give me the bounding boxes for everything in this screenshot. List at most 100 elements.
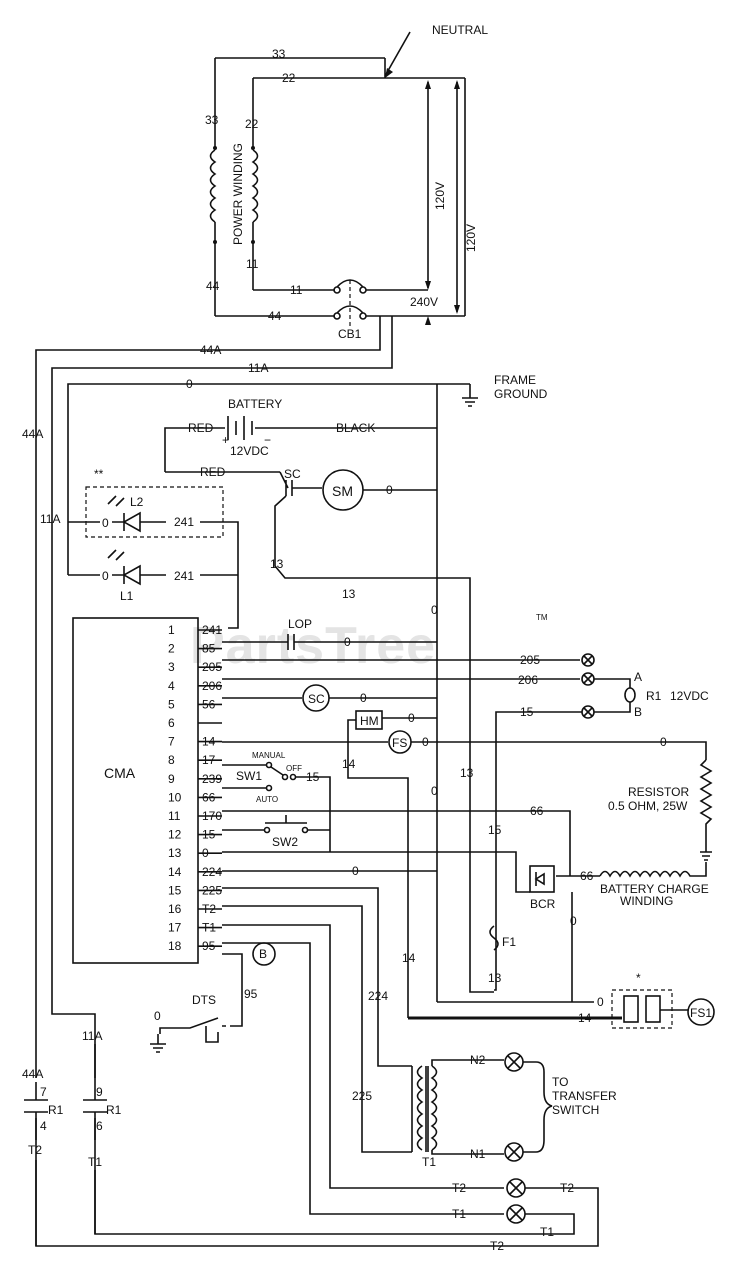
cma-pin-15-number: 15 (168, 883, 182, 897)
wire-225: 225 (352, 1089, 372, 1103)
cma-pin-8-wire: 17 (202, 753, 216, 767)
cma-pin-6-number: 6 (168, 716, 175, 730)
battery-charge-2: WINDING (620, 894, 673, 908)
connector-t1 (506, 1204, 526, 1224)
connector-205 (581, 653, 595, 667)
sc-coil-circuit: SC 0 (222, 684, 437, 712)
neutral-label: NEUTRAL (432, 23, 488, 37)
manual-label: MANUAL (252, 751, 286, 760)
t1-transformer-label: T1 (422, 1155, 436, 1169)
r1-b: B (634, 705, 642, 719)
cma-pin-7-number: 7 (168, 735, 175, 749)
cma-pin-18-wire: 95 (202, 939, 216, 953)
to-transfer-1: TO (552, 1075, 568, 1089)
wire-44a-side: 44A (22, 427, 43, 441)
cma-pin-9-wire: 239 (202, 772, 222, 786)
r1-relay-circuit: 205 206 A B R1 12VDC 15 (222, 653, 709, 991)
r1-a: A (634, 670, 642, 684)
bcr-rectifier (529, 865, 555, 893)
dts-label: DTS (192, 993, 216, 1007)
cb1-breaker (333, 279, 367, 326)
connector-206 (581, 672, 595, 686)
cma-pin-13-number: 13 (168, 846, 182, 860)
wire-22-top: 22 (282, 71, 296, 85)
to-transfer-2: TRANSFER (552, 1089, 617, 1103)
battery-label: BATTERY (228, 397, 282, 411)
fs1-solenoid (687, 998, 715, 1026)
wire-0-sm: 0 (386, 483, 393, 497)
wire-red-top: RED (188, 421, 214, 435)
wire-t1-left: T1 (88, 1155, 102, 1169)
sw2-switch: SW2 (222, 815, 330, 849)
sc-label: SC (284, 467, 301, 481)
wire-66-b: 66 (580, 869, 594, 883)
battery: BATTERY 12VDC RED BLACK + − RED (164, 397, 437, 479)
cma-pin-3-wire: 205 (202, 660, 222, 674)
cma-pin-15-wire: 225 (202, 883, 222, 897)
hm-label: HM (360, 714, 379, 728)
wire-0-bcr: 0 (570, 914, 577, 928)
cma-pin-12-wire: 15 (202, 828, 216, 842)
cma-pin-8-number: 8 (168, 753, 175, 767)
wire-14-hm: 14 (342, 757, 356, 771)
wire-11-left: 11 (246, 257, 259, 271)
n2-label: N2 (470, 1053, 486, 1067)
resistor-value: 0.5 OHM, 25W (608, 799, 688, 813)
wire-0-fs1: 0 (597, 995, 604, 1009)
cma-pin-5-wire: 56 (202, 697, 216, 711)
cma-pin-13-wire: 0 (202, 846, 209, 860)
sc-coil-label: SC (308, 692, 325, 706)
wire-44a-bottom: 44A (22, 1067, 43, 1081)
cb1-label: CB1 (338, 327, 362, 341)
power-winding-section: NEUTRAL 33 22 33 22 POWER WINDING 11 44 … (205, 23, 488, 341)
cma-pin-14-wire: 224 (202, 865, 222, 879)
lop-label: LOP (288, 617, 312, 631)
r1-pin-4: 4 (40, 1119, 47, 1133)
cma-pin-3-number: 3 (168, 660, 175, 674)
wire-13-a: 13 (270, 557, 284, 571)
wire-0-lop: 0 (344, 635, 351, 649)
r1-pin-6: 6 (96, 1119, 103, 1133)
fs1-label: FS1 (690, 1006, 712, 1020)
wire-0-vert: 0 (431, 603, 438, 617)
wire-0-top: 0 (186, 377, 193, 391)
cma-pin-7-wire: 14 (202, 735, 216, 749)
wire-black: BLACK (336, 421, 375, 435)
cma-pin-17-wire: T1 (202, 921, 216, 935)
wire-241-l1: 241 (174, 569, 194, 583)
cma-pin-4-wire: 206 (202, 679, 222, 693)
wire-t1-b: T1 (540, 1225, 554, 1239)
wire-0-13: 0 (352, 864, 359, 878)
wire-0-sc: 0 (360, 691, 367, 705)
voltage-120v-b: 120V (464, 224, 478, 252)
l2-cathode: 0 (102, 516, 109, 530)
cma-pin-12-number: 12 (168, 828, 182, 842)
wire-t2-bottom: T2 (490, 1239, 504, 1253)
to-transfer-3: SWITCH (552, 1103, 599, 1117)
wire-11-cb: 11 (290, 283, 303, 297)
wire-t2-a: T2 (452, 1181, 466, 1195)
wire-44a: 44A (200, 343, 221, 357)
fuse-circuit: 0 13 15 F1 13 0 0 (222, 603, 516, 985)
wire-241-l2: 241 (174, 515, 194, 529)
charge-circuit: 66 RESISTOR 0.5 OHM, 25W 66 BATTERY CHAR… (222, 759, 713, 1002)
voltage-240v: 240V (410, 295, 438, 309)
wire-44-cb: 44 (268, 309, 282, 323)
bus-wires: 44A 11A 44A 11A 0 FRAME GROUND (22, 316, 548, 1078)
bcr-label: BCR (530, 897, 556, 911)
dts-circuit: B 95 DTS 0 (150, 942, 276, 1053)
hm-fs-circuit: HM 0 FS 0 0 14 (222, 710, 707, 1018)
cma-pin-5-number: 5 (168, 697, 175, 711)
transformer-circuit: 224 225 T1 N2 N1 TO TRANSFER SWITCH (222, 887, 617, 1169)
wire-13-b: 13 (342, 587, 356, 601)
battery-minus: − (264, 433, 271, 447)
wire-red: RED (200, 465, 226, 479)
wire-95: 95 (244, 987, 258, 1001)
wire-0-far: 0 (660, 735, 667, 749)
r1-pin-7: 7 (40, 1085, 47, 1099)
r1-label-b: R1 (106, 1103, 122, 1117)
l1-label: L1 (120, 589, 134, 603)
wire-14-v: 14 (402, 951, 416, 965)
